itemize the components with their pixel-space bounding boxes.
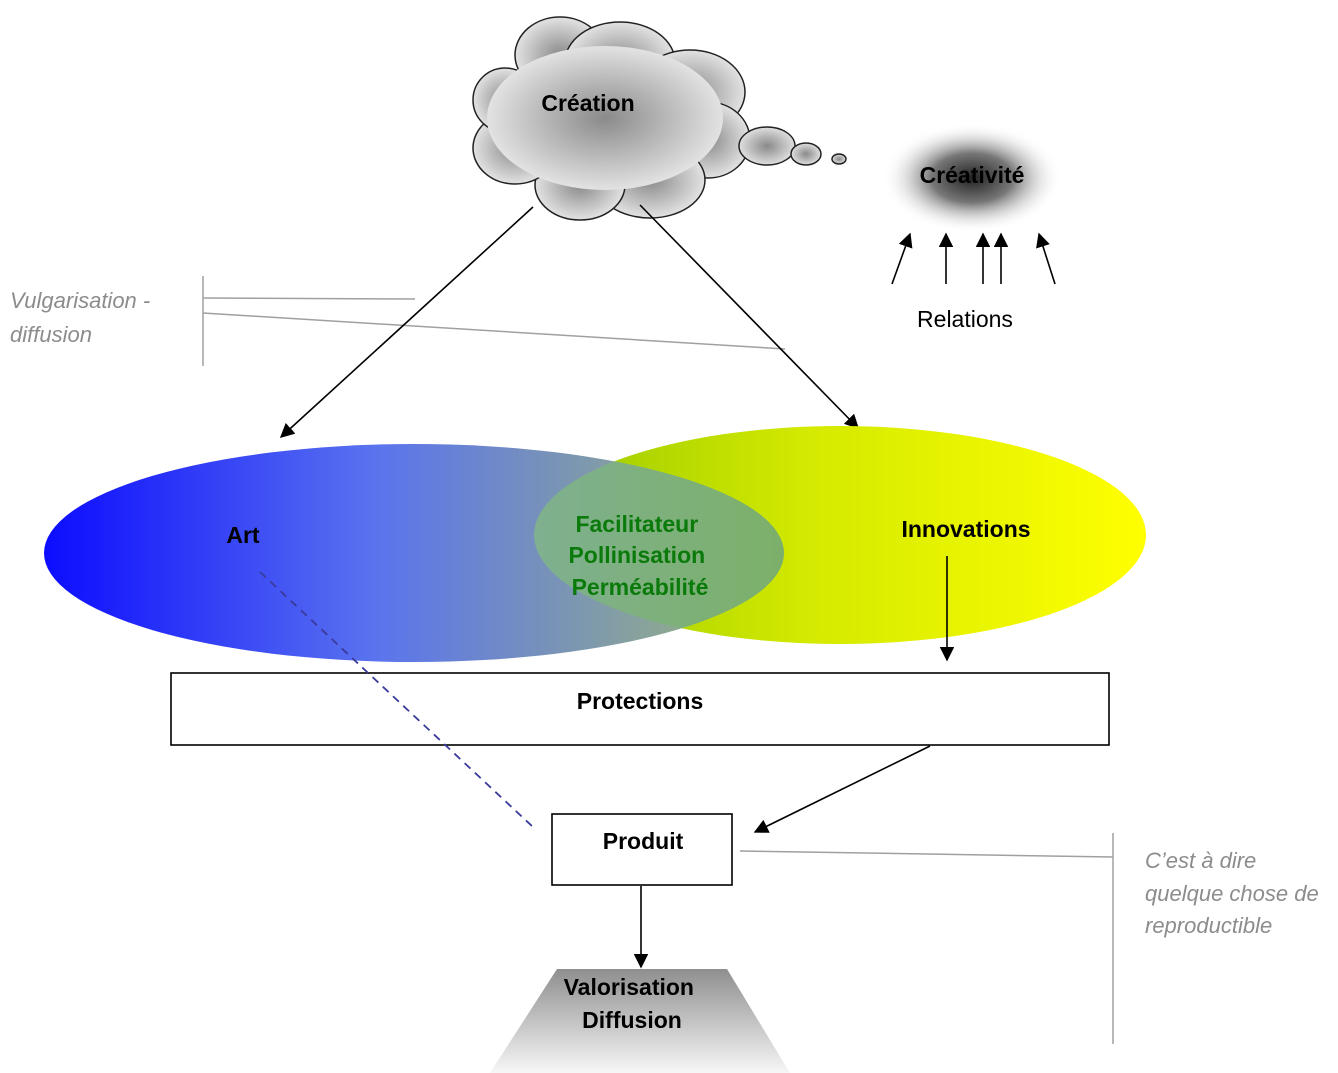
creation-cloud: [472, 16, 751, 221]
arrow-protections-to-produit: [753, 745, 931, 833]
arrow-creation-to-art: [279, 206, 534, 438]
overlap-label: Facilitateur Pollinisation Perméabilité: [568, 511, 711, 600]
vulgarisation-line-2: diffusion: [10, 322, 92, 347]
produit-label: Produit: [603, 828, 684, 854]
arrow-creation-to-innovations: [639, 204, 860, 430]
creativite-label: Créativité: [920, 162, 1025, 188]
overlap-line-2: Pollinisation: [568, 542, 705, 568]
reproductible-line-2: quelque chose de: [1145, 881, 1319, 906]
vulgarisation-note: Vulgarisation - diffusion: [10, 288, 156, 347]
protections-box: [170, 672, 1110, 746]
innovations-label: Innovations: [901, 516, 1030, 542]
vulgarisation-callout: [202, 276, 786, 366]
valorisation-trapezoid: [490, 969, 790, 1073]
art-label: Art: [226, 522, 260, 548]
vulgarisation-line-1: Vulgarisation -: [10, 288, 150, 313]
produit-box: [551, 813, 733, 886]
relation-arrow-5: [1036, 232, 1056, 285]
creation-label: Création: [541, 90, 634, 116]
overlap-line-3: Perméabilité: [572, 574, 709, 600]
valorisation-line-1: Valorisation: [564, 974, 694, 1000]
reproductible-line-3: reproductible: [1145, 913, 1272, 938]
relations-arrows: [891, 232, 1056, 285]
overlap-region: [534, 444, 784, 644]
puff-large: [738, 126, 796, 166]
valorisation-label: Valorisation Diffusion: [564, 974, 701, 1033]
reproductible-note: C’est à dire quelque chose de reproducti…: [1145, 848, 1325, 938]
puff-medium: [790, 142, 822, 166]
valorisation-line-2: Diffusion: [582, 1007, 682, 1033]
relations-label: Relations: [917, 306, 1013, 332]
relation-arrow-1: [891, 232, 913, 285]
protections-label: Protections: [577, 688, 704, 714]
reproductible-callout: [739, 833, 1114, 1044]
thought-puffs: [738, 126, 847, 166]
reproductible-line-1: C’est à dire: [1145, 848, 1256, 873]
puff-small: [831, 153, 847, 165]
overlap-line-1: Facilitateur: [575, 511, 698, 537]
dashed-link-art-produit: [259, 571, 534, 828]
creativite-glow: [882, 123, 1062, 233]
